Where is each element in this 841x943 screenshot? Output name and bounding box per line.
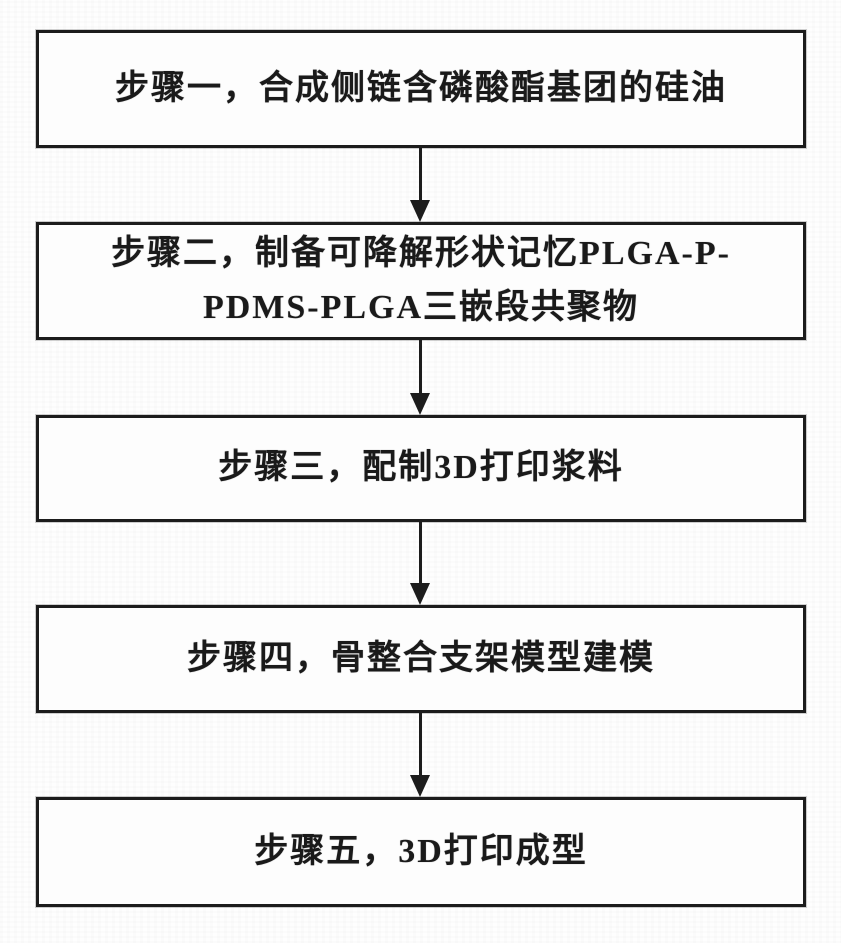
flow-arrow-down-icon xyxy=(408,713,432,797)
flowchart-step-1-label: 步骤一，合成侧链含磷酸酯基团的硅油 xyxy=(115,69,727,107)
arrow-head xyxy=(410,775,430,797)
flowchart-step-4-box: 步骤四，骨整合支架模型建模 xyxy=(36,605,806,713)
flow-arrow-down-icon xyxy=(408,340,432,415)
flowchart-step-2-box: 步骤二，制备可降解形状记忆PLGA-P- PDMS-PLGA三嵌段共聚物 xyxy=(36,222,806,340)
flowchart-step-2-label: 步骤二，制备可降解形状记忆PLGA-P- PDMS-PLGA三嵌段共聚物 xyxy=(111,234,731,326)
flowchart-step-5-label: 步骤五，3D打印成型 xyxy=(254,832,588,870)
flow-arrow-down-icon xyxy=(408,148,432,222)
flowchart-step-5-box: 步骤五，3D打印成型 xyxy=(36,797,806,907)
arrow-head xyxy=(410,393,430,415)
arrow-shaft xyxy=(418,522,422,587)
flow-arrow-down-icon xyxy=(408,522,432,605)
arrow-shaft xyxy=(418,340,422,397)
arrow-shaft xyxy=(418,713,422,779)
arrow-head xyxy=(410,200,430,222)
flowchart-step-4-label: 步骤四，骨整合支架模型建模 xyxy=(187,639,655,677)
arrow-shaft xyxy=(418,148,422,204)
flowchart-step-3-label: 步骤三，配制3D打印浆料 xyxy=(218,449,624,487)
arrow-head xyxy=(410,583,430,605)
flowchart-step-3-box: 步骤三，配制3D打印浆料 xyxy=(36,415,806,522)
flowchart-step-1-box: 步骤一，合成侧链含磷酸酯基团的硅油 xyxy=(36,30,806,148)
